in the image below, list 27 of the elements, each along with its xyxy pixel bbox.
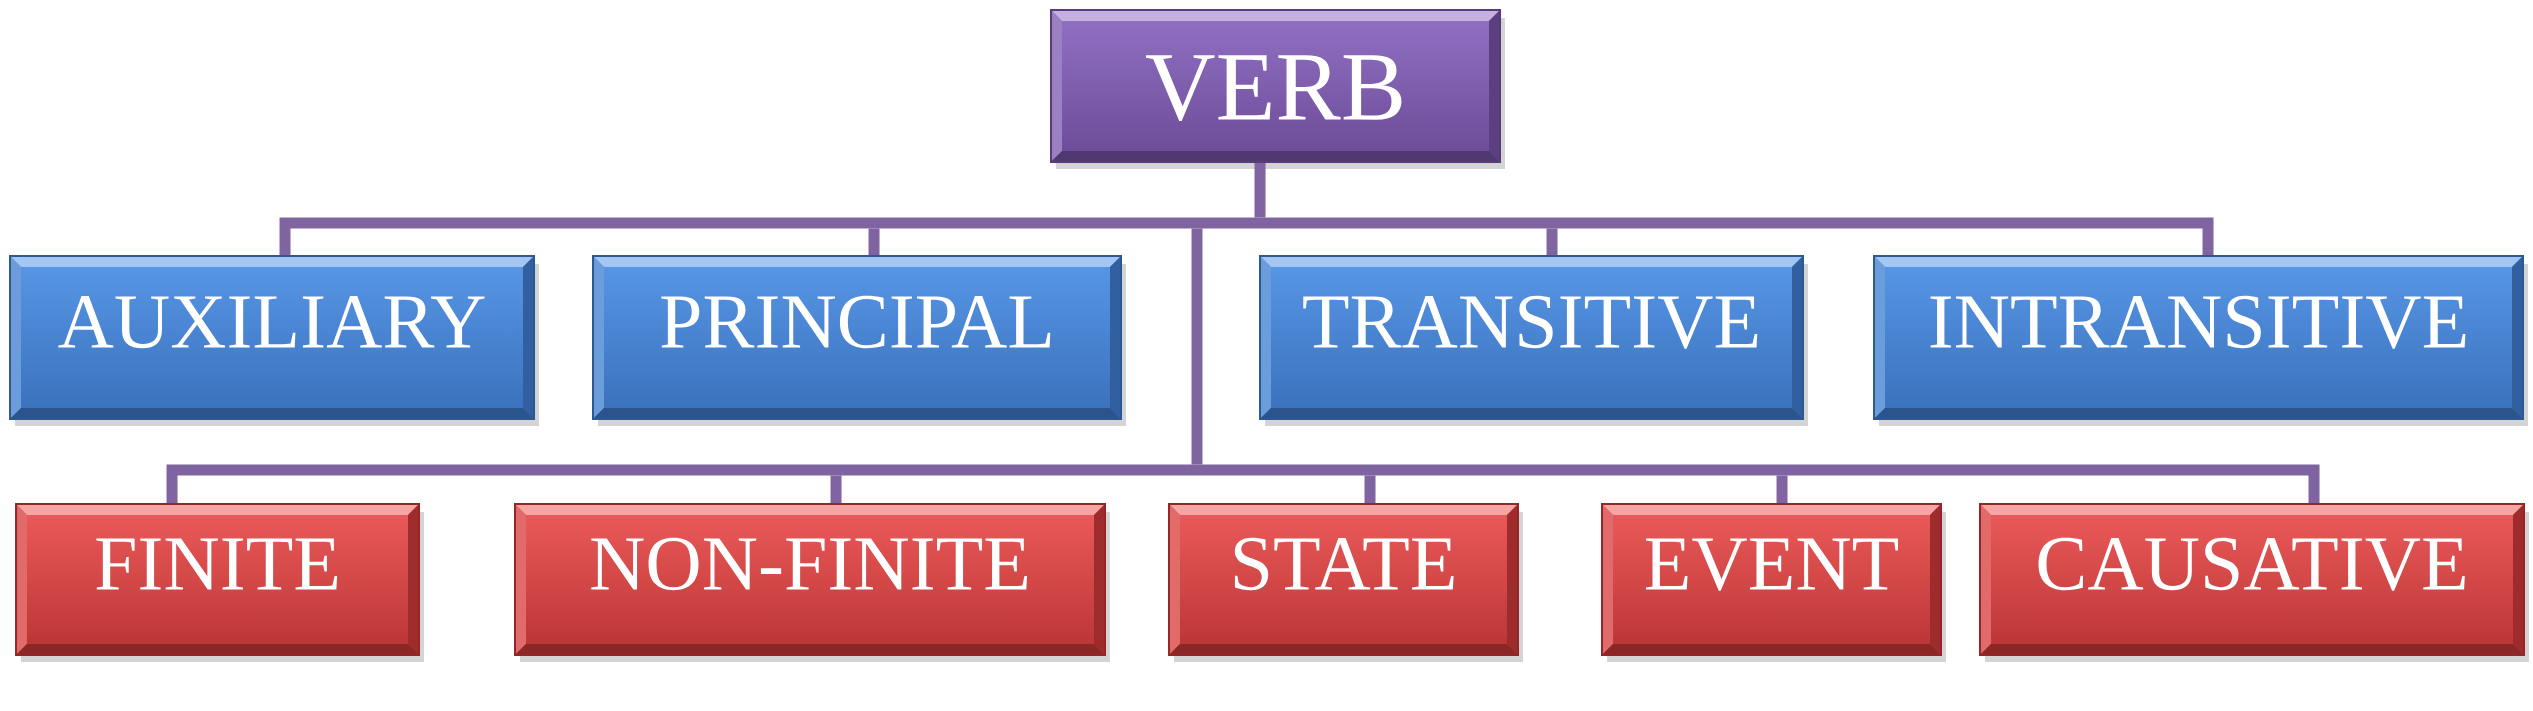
connector-line <box>1552 217 2214 255</box>
connector-line <box>1197 217 1260 229</box>
connector-line <box>1254 163 1266 218</box>
category-box: STATE <box>1168 503 1523 662</box>
connector-line <box>868 228 880 255</box>
category-box: NON-FINITE <box>514 503 1110 662</box>
category-box: FINITE <box>15 503 424 662</box>
connector-line <box>1546 228 1558 255</box>
connector-line <box>830 475 842 503</box>
connector-line <box>874 217 1197 229</box>
category-box: EVENT <box>1601 503 1946 662</box>
connector-line <box>1364 475 1376 503</box>
connector-line <box>1370 464 1782 476</box>
root-box: VERB <box>1050 9 1505 169</box>
category-box: AUXILIARY <box>9 255 539 426</box>
connector-line <box>166 464 836 503</box>
connector-line <box>1260 217 1552 229</box>
category-box: PRINCIPAL <box>592 255 1126 426</box>
connector-line <box>1776 475 1788 503</box>
connector-line <box>836 464 1197 476</box>
category-box: INTRANSITIVE <box>1873 255 2528 426</box>
connector-line <box>1782 464 2320 503</box>
category-box: TRANSITIVE <box>1259 255 1808 426</box>
connector-line <box>1197 464 1370 476</box>
connector-line <box>1191 228 1203 465</box>
connector-line <box>279 217 874 255</box>
category-box: CAUSATIVE <box>1979 503 2529 662</box>
